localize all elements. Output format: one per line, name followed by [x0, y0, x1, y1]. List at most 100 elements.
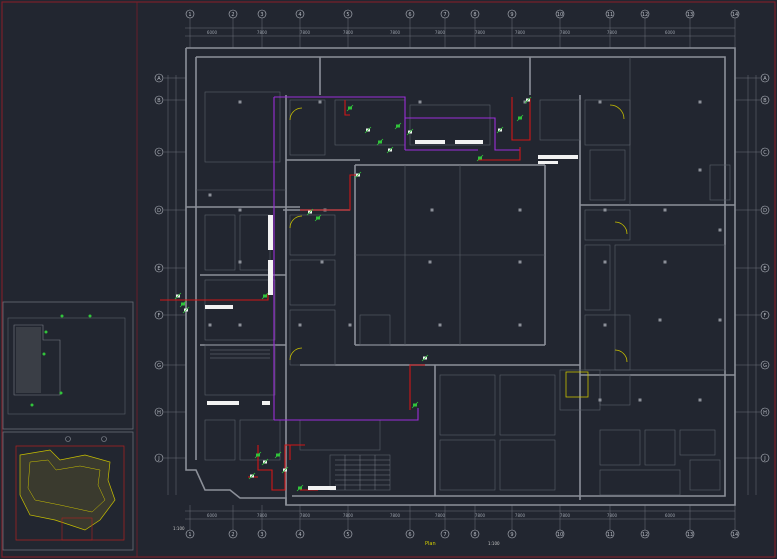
sprinkler-branch — [296, 484, 304, 492]
grid-bubble-bottom — [343, 529, 353, 539]
column — [603, 208, 607, 212]
column — [430, 208, 434, 212]
grid-label-top: 12 — [642, 12, 648, 18]
grid-label-bottom: 2 — [231, 532, 234, 538]
dimension-value-bottom: 6000 — [665, 513, 676, 518]
grid-bubble-top — [555, 9, 565, 19]
grid-label-top: 5 — [346, 12, 349, 18]
column — [718, 318, 722, 322]
grid-bubble-left — [154, 453, 164, 463]
sprinkler-branch — [421, 354, 429, 362]
dimension-value-bottom: 7800 — [300, 513, 311, 518]
sprinkler-branch — [394, 122, 402, 130]
grid-bubble-bottom — [685, 529, 695, 539]
column — [518, 208, 522, 212]
column — [238, 208, 242, 212]
grid-label-top: 4 — [298, 12, 301, 18]
column — [598, 398, 602, 402]
column — [348, 323, 352, 327]
column — [208, 193, 212, 197]
interior-partitions — [196, 57, 731, 496]
grid-bubble-bottom — [470, 529, 480, 539]
dimension-value-top: 7800 — [435, 30, 446, 35]
stair-hatch — [210, 349, 390, 490]
grid-label-bottom: 6 — [408, 532, 411, 538]
grid-label-top: 6 — [408, 12, 411, 18]
column — [238, 260, 242, 264]
grid-bubble-right — [760, 407, 770, 417]
column — [208, 323, 212, 327]
dimension-value-bottom: 7800 — [257, 513, 268, 518]
sprinkler-branch — [281, 466, 289, 474]
sprinkler-branch — [274, 451, 282, 459]
grid-bubble-right — [760, 205, 770, 215]
sprinkler-branch — [179, 300, 187, 308]
column — [603, 260, 607, 264]
column — [298, 323, 302, 327]
dimension-lines-bottom — [185, 510, 735, 520]
grid-label-bottom: 11 — [607, 532, 613, 538]
grid-bubble-top — [343, 9, 353, 19]
grid-label-left: D — [157, 208, 161, 214]
sprinkler-branch — [496, 126, 504, 134]
grid-label-bottom: 10 — [557, 532, 563, 538]
dimension-value-top: 7800 — [390, 30, 401, 35]
dimension-value-bottom: 7800 — [390, 513, 401, 518]
column — [698, 100, 702, 104]
sprinkler-branch — [516, 114, 524, 122]
grid-label-top: 11 — [607, 12, 613, 18]
grid-bubble-top — [605, 9, 615, 19]
key-plan-upper — [2, 301, 134, 430]
column — [658, 318, 662, 322]
column — [428, 260, 432, 264]
grid-label-left: F — [158, 313, 161, 319]
grid-label-bottom: 7 — [443, 532, 446, 538]
dimension-value-top: 7800 — [560, 30, 571, 35]
sprinkler-branch — [306, 208, 314, 216]
sprinkler-branch — [261, 292, 269, 300]
sprinkler-branch — [411, 401, 419, 409]
grid-label-right: G — [763, 363, 767, 369]
drawing-title: Plan — [425, 541, 436, 547]
red-pipe-runs — [160, 97, 531, 491]
column — [638, 398, 642, 402]
door-arcs — [289, 104, 628, 398]
grid-bubble-left — [154, 360, 164, 370]
grid-bubble-right — [760, 360, 770, 370]
structural-columns — [208, 100, 722, 402]
grid-bubble-right — [760, 147, 770, 157]
scale-note: 1:100 — [488, 541, 500, 546]
dimension-value-bottom: 7800 — [343, 513, 354, 518]
sprinkler-branch — [346, 104, 354, 112]
dimension-value-bottom: 7800 — [515, 513, 526, 518]
column — [418, 100, 422, 104]
grid-bubble-left — [154, 263, 164, 273]
scale-label: 1:100 — [173, 526, 185, 531]
sprinkler-branch — [476, 154, 484, 162]
dimension-value-top: 7800 — [607, 30, 618, 35]
sprinkler-branch — [354, 171, 362, 179]
column — [663, 208, 667, 212]
grid-label-top: 2 — [231, 12, 234, 18]
grid-label-right: C — [763, 150, 767, 156]
dimension-value-bottom: 7800 — [475, 513, 486, 518]
sprinkler-branch — [248, 472, 256, 480]
grid-bubble-bottom — [440, 529, 450, 539]
grid-bubble-bottom — [295, 529, 305, 539]
column — [598, 100, 602, 104]
grid-bubble-left — [154, 407, 164, 417]
column — [523, 100, 527, 104]
grid-label-left: H — [157, 410, 161, 416]
sprinkler-branch — [174, 292, 182, 300]
grid-bubble-left — [154, 147, 164, 157]
column — [238, 100, 242, 104]
column — [518, 323, 522, 327]
grid-label-left: A — [157, 76, 161, 82]
column — [603, 323, 607, 327]
grid-bubble-bottom — [257, 529, 267, 539]
